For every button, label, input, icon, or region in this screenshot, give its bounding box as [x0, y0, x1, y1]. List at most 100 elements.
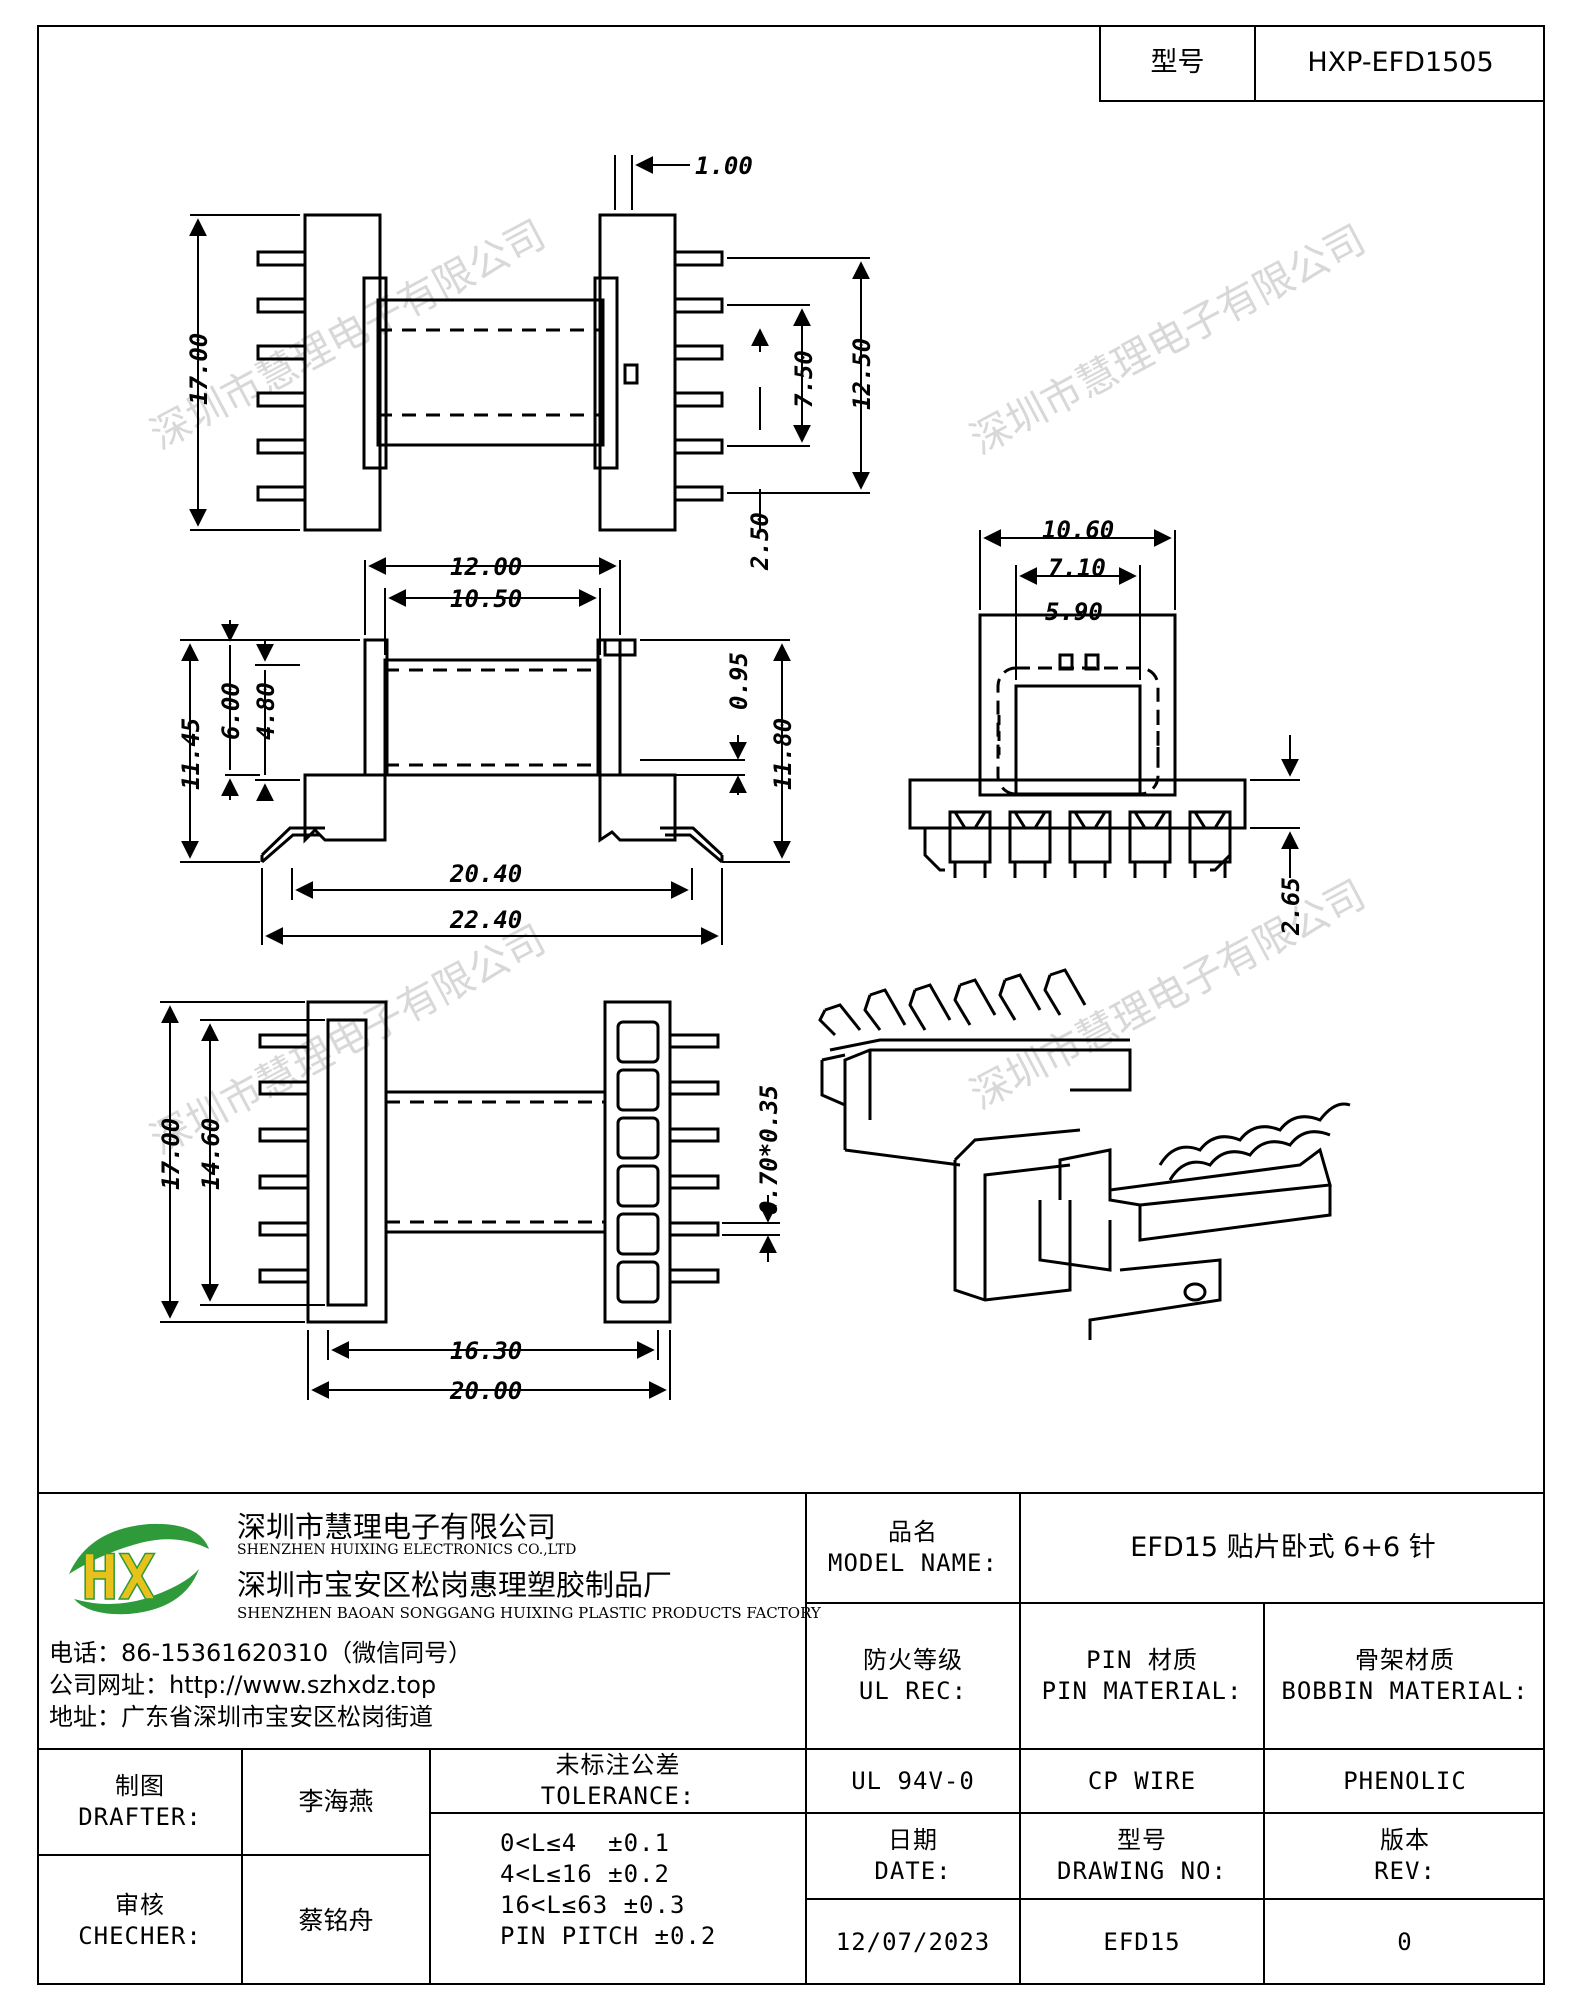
- dim-side-h1: 11.45: [177, 718, 205, 790]
- bobbin-material-value-cell: PHENOLIC: [1265, 1750, 1545, 1812]
- company-block: HX 深圳市慧理电子有限公司 SHENZHEN HUIXING ELECTRON…: [39, 1494, 821, 1750]
- dim-bottom-w-inner: 16.30: [450, 1337, 522, 1365]
- grid-h-drafter: [37, 1854, 429, 1856]
- grid-v-tolerance: [429, 1748, 431, 1985]
- dim-side-h3: 4.80: [252, 682, 280, 740]
- tolerance-label: 未标注公差 TOLERANCE:: [540, 1751, 696, 1810]
- dim-side-flange: 0.95: [725, 652, 753, 710]
- dim-bottom-w-outer: 20.00: [449, 1377, 522, 1405]
- drafter-label-cell: 制图 DRAFTER:: [39, 1750, 241, 1854]
- checker-label: 审核 CHECHER:: [78, 1890, 202, 1950]
- grid-v2: [1263, 1602, 1265, 1985]
- dim-side-base-inner: 20.40: [449, 860, 522, 888]
- date-value: 12/07/2023: [835, 1928, 991, 1956]
- dim-top-inner: 7.50: [790, 350, 818, 408]
- grid-h1: [805, 1602, 1545, 1604]
- company-name-en: SHENZHEN HUIXING ELECTRONICS CO.,LTD: [237, 1542, 577, 1558]
- model-name-value: EFD15 贴片卧式 6+6 针: [1130, 1532, 1436, 1563]
- dim-side-h2: 6.00: [217, 682, 245, 740]
- grid-h2: [37, 1748, 1545, 1750]
- isometric-view: [818, 968, 1351, 1340]
- header-model-label-cell: 型号: [1099, 25, 1254, 102]
- drafter-value: 李海燕: [298, 1787, 374, 1816]
- drafter-value-cell: 李海燕: [243, 1750, 429, 1854]
- dim-end-w3: 5.90: [1045, 598, 1103, 626]
- dim-top-height: 17.00: [185, 333, 213, 405]
- dim-end-w2: 7.10: [1048, 554, 1106, 582]
- header-model-value: HXP-EFD1505: [1307, 46, 1494, 78]
- date-label-cell: 日期 DATE:: [807, 1814, 1019, 1898]
- bottom-view: [160, 1000, 780, 1400]
- watermark: 深圳市慧理电子有限公司: [963, 872, 1373, 1119]
- tolerance-list: 0<L≤4 ±0.1 4<L≤16 ±0.2 16<L≤63 ±0.3 PIN …: [500, 1828, 800, 1952]
- company-name-cn: 深圳市慧理电子有限公司: [237, 1510, 557, 1544]
- drawing-no-value: EFD15: [1103, 1928, 1181, 1956]
- watermark: 深圳市慧理电子有限公司: [963, 217, 1373, 464]
- dim-pin-width: 1.00: [695, 152, 753, 180]
- technical-drawing: 深圳市慧理电子有限公司 深圳市慧理电子有限公司 深圳市慧理电子有限公司 深圳市慧…: [143, 152, 1373, 1405]
- ul-label-cell: 防火等级 UL REC:: [807, 1604, 1019, 1748]
- grid-h-tolerance: [429, 1812, 805, 1814]
- company-address: 地址：广东省深圳市宝安区松岗街道: [49, 1703, 433, 1731]
- checker-label-cell: 审核 CHECHER:: [39, 1856, 241, 1985]
- bobbin-material-label-cell: 骨架材质 BOBBIN MATERIAL:: [1265, 1604, 1545, 1748]
- company-divider: [805, 1492, 807, 1985]
- dim-end-pin-len: 2.65: [1277, 877, 1305, 936]
- drawing-no-label-cell: 型号 DRAWING NO:: [1021, 1814, 1263, 1898]
- ul-value: UL 94V-0: [851, 1766, 975, 1795]
- dim-side-width-inner: 10.50: [450, 585, 522, 613]
- end-view: [908, 529, 1300, 878]
- grid-v-drafter: [241, 1748, 243, 1985]
- factory-name-en: SHENZHEN BAOAN SONGGANG HUIXING PLASTIC …: [237, 1604, 821, 1622]
- drawing-no-label: 型号 DRAWING NO:: [1057, 1826, 1227, 1885]
- ul-value-cell: UL 94V-0: [807, 1750, 1019, 1812]
- grid-v1: [1019, 1492, 1021, 1985]
- dim-side-width-outer: 12.00: [450, 553, 522, 581]
- date-label: 日期 DATE:: [874, 1826, 952, 1885]
- company-website: 公司网址：http://www.szhxdz.top: [49, 1671, 437, 1699]
- dim-top-outer: 12.50: [848, 338, 876, 410]
- pin-material-label-cell: PIN 材质 PIN MATERIAL:: [1021, 1604, 1263, 1748]
- side-view: [180, 557, 791, 945]
- drawing-no-value-cell: EFD15: [1021, 1900, 1263, 1985]
- logo-text: HX: [81, 1541, 156, 1614]
- tolerance-label-cell: 未标注公差 TOLERANCE:: [431, 1750, 805, 1812]
- date-value-cell: 12/07/2023: [807, 1900, 1019, 1985]
- tolerance-line: 0<L≤4 ±0.1: [500, 1829, 670, 1857]
- grid-h4: [805, 1898, 1545, 1900]
- rev-value-cell: 0: [1265, 1900, 1545, 1985]
- ul-label: 防火等级 UL REC:: [858, 1646, 968, 1705]
- rev-value: 0: [1397, 1928, 1413, 1956]
- dim-bottom-h: 17.00: [157, 1118, 185, 1190]
- checker-value: 蔡铭舟: [298, 1905, 374, 1935]
- company-logo: HX: [69, 1523, 209, 1615]
- dim-bottom-pin: 0.70*0.35: [755, 1085, 783, 1215]
- header-model-value-cell: HXP-EFD1505: [1254, 25, 1545, 102]
- tolerance-line: PIN PITCH ±0.2: [500, 1922, 717, 1950]
- dim-side-base-outer: 22.40: [449, 906, 522, 934]
- dim-side-total-h: 11.80: [769, 718, 797, 790]
- header-model-label: 型号: [1150, 46, 1205, 78]
- factory-name-cn: 深圳市宝安区松岗惠理塑胶制品厂: [237, 1568, 673, 1602]
- rev-label: 版本 REV:: [1374, 1826, 1436, 1885]
- company-phone: 电话：86-15361620310（微信同号）: [49, 1639, 473, 1667]
- bobbin-material-label: 骨架材质 BOBBIN MATERIAL:: [1281, 1646, 1529, 1705]
- drafter-label: 制图 DRAFTER:: [78, 1772, 202, 1831]
- dim-end-w1: 10.60: [1042, 516, 1114, 544]
- checker-value-cell: 蔡铭舟: [243, 1856, 429, 1985]
- model-name-value-cell: EFD15 贴片卧式 6+6 针: [1021, 1494, 1545, 1602]
- grid-h3: [805, 1812, 1545, 1814]
- drawing-frame: [37, 25, 1545, 1985]
- tolerance-line: 4<L≤16 ±0.2: [500, 1860, 670, 1888]
- tolerance-line: 16<L≤63 ±0.3: [500, 1891, 686, 1919]
- model-name-label-cell: 品名 MODEL NAME:: [807, 1494, 1019, 1602]
- title-block-top-line: [37, 1492, 1545, 1494]
- dim-bottom-inner-h: 14.60: [197, 1118, 225, 1190]
- top-view: [189, 155, 870, 532]
- pin-material-value: CP WIRE: [1087, 1766, 1197, 1795]
- model-name-label: 品名 MODEL NAME:: [828, 1518, 998, 1577]
- pin-material-label: PIN 材质 PIN MATERIAL:: [1041, 1646, 1243, 1705]
- bobbin-material-value: PHENOLIC: [1343, 1766, 1467, 1795]
- dim-top-pitch: 2.50: [746, 512, 774, 571]
- pin-material-value-cell: CP WIRE: [1021, 1750, 1263, 1812]
